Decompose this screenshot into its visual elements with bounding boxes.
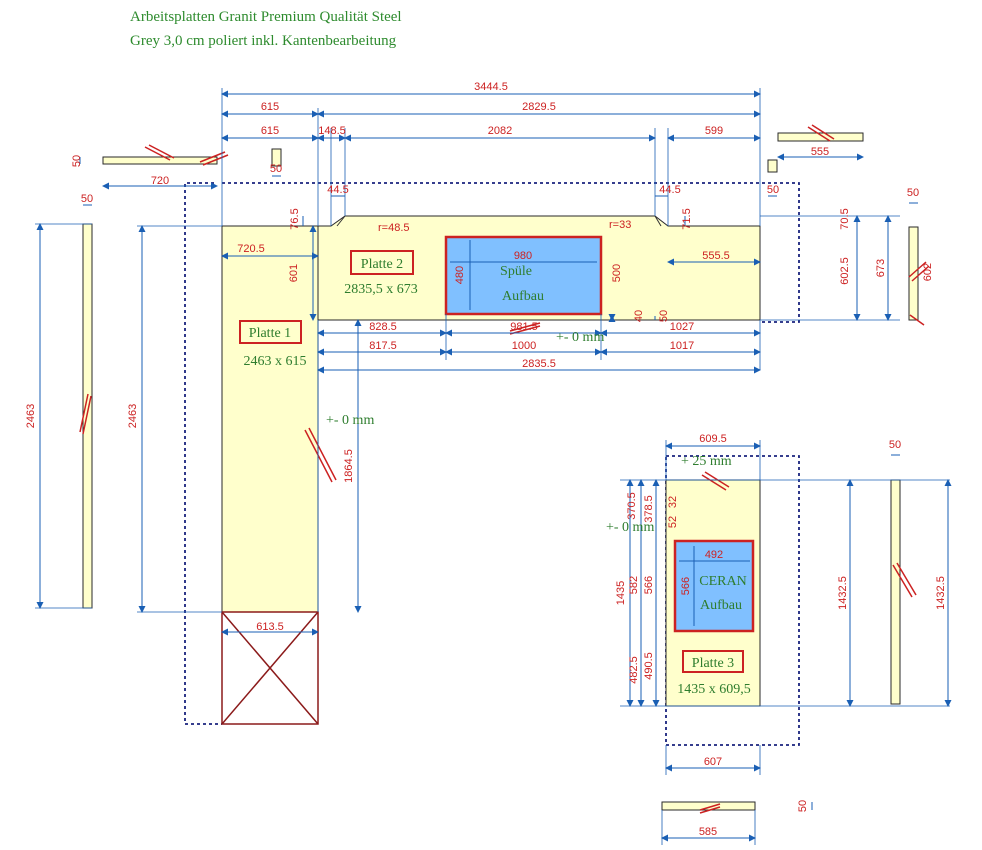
dim-40: 40 xyxy=(633,310,645,322)
dim-2835: 2835.5 xyxy=(522,358,556,370)
cooktop-width: 492 xyxy=(705,549,723,561)
dim-50h: 50 xyxy=(797,800,809,812)
dim-50a: 50 xyxy=(71,155,83,167)
plate-1-slab xyxy=(221,225,319,613)
dim-582: 582 xyxy=(628,576,640,594)
dim-50c: 50 xyxy=(81,193,93,205)
plate-3-name: Platte 3 xyxy=(692,656,734,671)
plate-3-size: 1435 x 609,5 xyxy=(677,682,751,697)
dim-52: 52 xyxy=(667,516,679,528)
dim-50g: 50 xyxy=(889,439,901,451)
dim-615b: 615 xyxy=(261,125,279,137)
dim-50f: 50 xyxy=(658,310,670,322)
dashed-outline-top xyxy=(222,182,800,323)
tolerance-2: +- 0 mm xyxy=(556,330,604,345)
edge-strip-p3-right xyxy=(890,479,901,705)
sink-cutout xyxy=(444,235,603,316)
small-dim-marks xyxy=(79,157,918,810)
title-line-1: Arbeitsplatten Granit Premium Qualität S… xyxy=(130,9,402,25)
dimension-lines xyxy=(36,90,952,842)
plate-1-label-box xyxy=(239,320,302,344)
dashed-outline-main xyxy=(184,182,222,725)
dim-599: 599 xyxy=(705,125,723,137)
dim-1017: 1017 xyxy=(670,340,694,352)
dim-76: 76.5 xyxy=(289,208,301,229)
dim-2082: 2082 xyxy=(488,125,512,137)
dim-2463a: 2463 xyxy=(25,404,37,428)
dim-585: 585 xyxy=(699,826,717,838)
title-line-2: Grey 3,0 cm poliert inkl. Kantenbearbeit… xyxy=(130,33,397,49)
dim-1027: 1027 xyxy=(670,321,694,333)
cooktop-cutout xyxy=(673,539,755,633)
dim-566b: 566 xyxy=(643,576,655,594)
dim-500: 500 xyxy=(611,264,623,282)
dim-32: 32 xyxy=(667,496,679,508)
dim-720b: 720.5 xyxy=(237,243,265,255)
dim-482: 482.5 xyxy=(628,656,640,684)
corner-box xyxy=(221,611,319,725)
dim-44a: 44.5 xyxy=(327,184,348,196)
dim-602b: 602 xyxy=(922,263,934,281)
dim-615a: 615 xyxy=(261,101,279,113)
dim-2829: 2829.5 xyxy=(522,101,556,113)
edge-strip-top-left xyxy=(102,156,218,165)
dim-370: 370.5 xyxy=(626,492,638,520)
radius-left: r=48.5 xyxy=(378,222,410,234)
dim-673: 673 xyxy=(875,259,887,277)
dim-70: 70.5 xyxy=(839,208,851,229)
dim-601: 601 xyxy=(288,264,300,282)
plate-3-label-box xyxy=(682,650,744,673)
dim-1435: 1435 xyxy=(615,581,627,605)
dim-44b: 44.5 xyxy=(659,184,680,196)
cutout-dim-lines xyxy=(450,240,750,626)
plate-2-name: Platte 2 xyxy=(361,257,403,272)
dim-609: 609.5 xyxy=(699,433,727,445)
dim-1864: 1864.5 xyxy=(343,449,355,483)
dim-555b: 555.5 xyxy=(702,250,730,262)
dim-3444: 3444.5 xyxy=(474,81,508,93)
dim-50b: 50 xyxy=(270,163,282,175)
plate-1-name: Platte 1 xyxy=(249,326,291,341)
dim-490: 490.5 xyxy=(643,652,655,680)
edge-strip-bottom xyxy=(661,801,756,811)
cooktop-height: 566 xyxy=(680,577,692,595)
dim-71: 71.5 xyxy=(681,208,693,229)
dim-1432b: 1432.5 xyxy=(935,576,947,610)
dim-828: 828.5 xyxy=(369,321,397,333)
dim-613: 613.5 xyxy=(256,621,284,633)
plate-1-size: 2463 x 615 xyxy=(244,354,307,369)
radius-right: r=33 xyxy=(609,219,631,231)
extension-lines xyxy=(35,88,950,845)
dim-555: 555 xyxy=(811,146,829,158)
dim-50e: 50 xyxy=(907,187,919,199)
plate-2-size: 2835,5 x 673 xyxy=(344,282,418,297)
dim-378: 378.5 xyxy=(643,495,655,523)
edge-strip-top-right xyxy=(777,132,864,142)
dim-1000: 1000 xyxy=(512,340,536,352)
cooktop-label-1: CERAN xyxy=(699,574,746,589)
small-block-b xyxy=(767,159,778,173)
cooktop-label-2: Aufbau xyxy=(700,598,742,613)
dim-1432a: 1432.5 xyxy=(837,576,849,610)
dim-602a: 602.5 xyxy=(839,257,851,285)
tolerance-1: +- 0 mm xyxy=(326,413,374,428)
sink-width: 980 xyxy=(514,250,532,262)
plus-25: + 25 mm xyxy=(681,454,732,469)
small-block-a xyxy=(271,148,282,167)
dim-817: 817.5 xyxy=(369,340,397,352)
dim-2463b: 2463 xyxy=(127,404,139,428)
dimension-texts: 3444.5 615 2829.5 615 148.5 2082 599 50 … xyxy=(25,81,947,838)
dashed-outline-p3 xyxy=(665,455,800,746)
dim-50d: 50 xyxy=(767,184,779,196)
dim-148: 148.5 xyxy=(318,125,346,137)
plate-2-label-box xyxy=(350,250,414,275)
dim-981: 981.5 xyxy=(510,321,538,333)
sink-label-1: Spüle xyxy=(500,264,532,279)
sink-label-2: Aufbau xyxy=(502,289,544,304)
dim-607: 607 xyxy=(704,756,722,768)
tolerance-3: +- 0 mm xyxy=(606,520,654,535)
sink-height: 480 xyxy=(454,266,466,284)
dim-720: 720 xyxy=(151,175,169,187)
